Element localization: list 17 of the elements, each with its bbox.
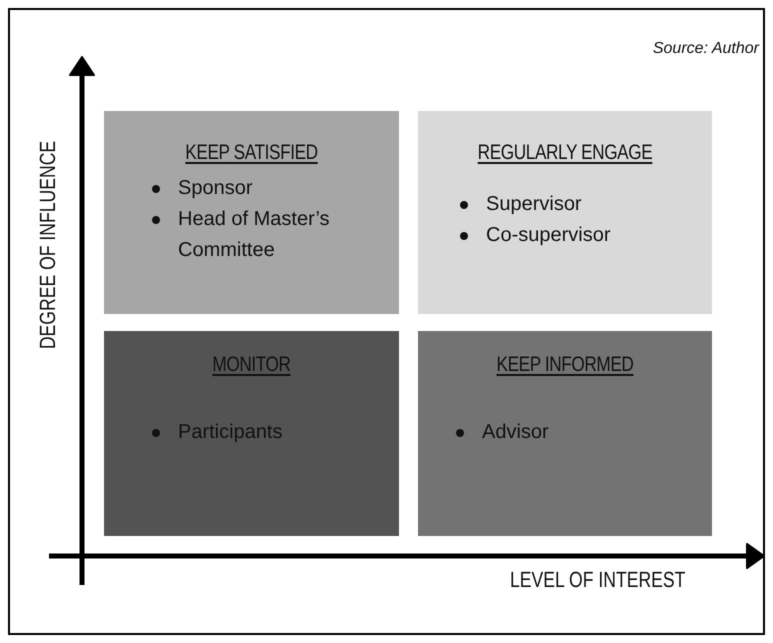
quadrant-box — [418, 111, 712, 314]
quadrant-heading: MONITOR — [211, 353, 292, 377]
quadrant-box — [418, 331, 712, 536]
list-item: Participants — [178, 420, 282, 445]
source-note: Source: Author — [652, 40, 759, 58]
x-axis-label: LEVEL OF INTEREST — [510, 567, 686, 593]
list-item: Co-supervisor — [486, 223, 610, 248]
y-axis-label: DEGREE OF INFLUENCE — [35, 140, 61, 350]
quadrant-box — [104, 111, 399, 314]
list-item: Sponsor — [178, 176, 252, 201]
list-item: Supervisor — [486, 192, 582, 217]
quadrant-heading: KEEP INFORMED — [496, 353, 634, 377]
quadrant-heading: REGULARLY ENGAGE — [476, 141, 654, 165]
quadrant-heading: KEEP SATISFIED — [184, 141, 319, 165]
quadrant-box — [104, 331, 399, 536]
list-item: Advisor — [482, 420, 549, 445]
list-item: Head of Master’s Committee — [178, 207, 331, 263]
